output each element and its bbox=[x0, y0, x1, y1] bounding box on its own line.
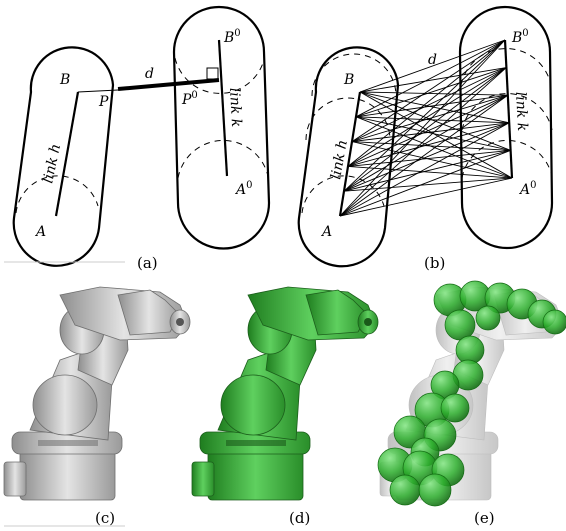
collision-sphere bbox=[542, 309, 566, 335]
segment-AB-b bbox=[338, 91, 362, 217]
segment-d bbox=[117, 78, 220, 91]
label-A-b: A bbox=[320, 224, 332, 240]
segment-B-P bbox=[77, 89, 119, 93]
distance-mesh bbox=[339, 39, 513, 217]
segment-AB bbox=[54, 91, 80, 217]
label-P: P bbox=[98, 94, 109, 110]
caption-e: (e) bbox=[474, 509, 495, 527]
label-B0-b: B0 bbox=[511, 28, 529, 46]
collision-sphere bbox=[475, 305, 501, 331]
panel-d-robot-image bbox=[191, 286, 379, 501]
label-B0: B0 bbox=[223, 28, 241, 46]
panel-c-robot-image bbox=[3, 286, 191, 501]
label-B: B bbox=[59, 72, 70, 88]
label-A0: A0 bbox=[234, 180, 253, 198]
collision-sphere bbox=[389, 474, 421, 506]
collision-sphere bbox=[440, 393, 470, 423]
label-d-b: d bbox=[428, 52, 437, 68]
right-angle-marker bbox=[206, 67, 219, 80]
caption-d: (d) bbox=[289, 509, 310, 527]
caption-a: (a) bbox=[137, 254, 158, 272]
collision-sphere bbox=[418, 473, 452, 507]
label-link-h: link h bbox=[40, 142, 64, 184]
capsule-link-k-b bbox=[458, 5, 554, 250]
label-B-b: B bbox=[343, 72, 354, 88]
label-link-k: link k bbox=[226, 87, 244, 127]
label-P0: P0 bbox=[181, 90, 198, 108]
capsule-link-k bbox=[172, 5, 271, 250]
label-A: A bbox=[34, 224, 46, 240]
capsule-link-h bbox=[12, 46, 115, 267]
label-A0-b: A0 bbox=[518, 180, 537, 198]
collision-sphere bbox=[444, 309, 476, 341]
caption-c: (c) bbox=[95, 509, 115, 527]
label-d: d bbox=[145, 66, 154, 82]
label-link-k-b: link k bbox=[512, 91, 530, 131]
panel-a: B P A d P0 B0 A0 link h link k (a) bbox=[12, 5, 271, 272]
panel-b: B A d B0 A0 link h link k (b) bbox=[297, 5, 554, 272]
segment-A0B0 bbox=[217, 39, 229, 177]
segment-A0B0-b bbox=[503, 39, 514, 179]
label-link-h-b: link h bbox=[328, 139, 351, 181]
capsule-link-h-b bbox=[297, 46, 400, 268]
panel-e-sphere-image bbox=[377, 280, 566, 507]
collision-spheres bbox=[377, 280, 566, 507]
caption-b: (b) bbox=[424, 254, 445, 272]
